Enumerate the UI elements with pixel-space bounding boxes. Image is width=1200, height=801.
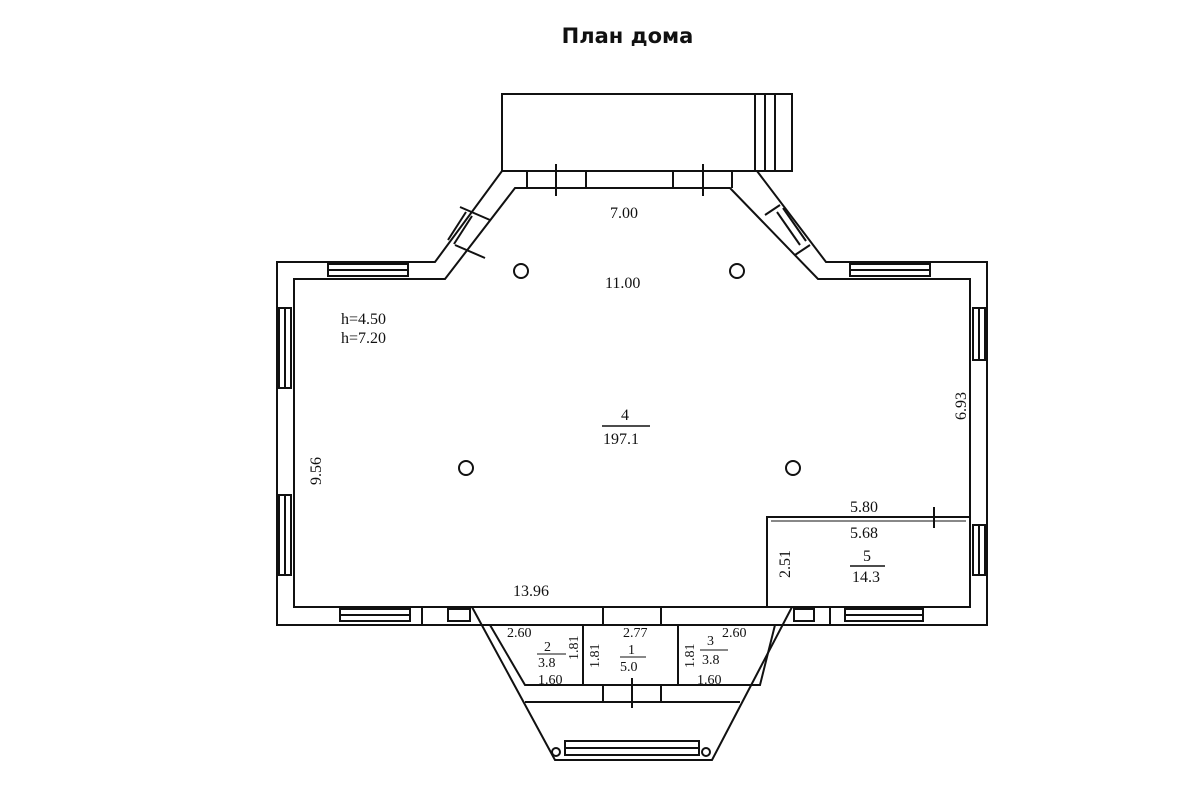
page-title: План дома — [561, 24, 694, 48]
ceiling-height-1: h=4.50 — [341, 311, 386, 328]
column — [785, 460, 801, 476]
dim-room2-bottom: 1.60 — [538, 673, 563, 688]
dim-room5-side: 2.51 — [777, 550, 794, 578]
dim-left: 9.56 — [308, 457, 325, 485]
ceiling-height-2: h=7.20 — [341, 330, 386, 347]
room-4-area: 197.1 — [603, 431, 639, 448]
room-1-number: 1 — [628, 643, 635, 658]
room-4-number: 4 — [621, 407, 629, 424]
dim-room3-side: 1.81 — [683, 644, 698, 669]
room-5-number: 5 — [863, 548, 871, 565]
dim-room5-top-inner: 5.68 — [850, 525, 878, 542]
outer-wall — [276, 170, 988, 626]
porch — [501, 93, 793, 172]
porch-stairs — [754, 94, 776, 171]
vestibule-outer — [471, 606, 793, 761]
dim-top-main: 11.00 — [605, 275, 640, 292]
dim-top-inner: 7.00 — [610, 205, 638, 222]
inner-wall — [293, 187, 971, 608]
room-1-area: 5.0 — [620, 660, 638, 675]
room-3-number: 3 — [707, 634, 714, 649]
column — [458, 460, 474, 476]
room-3-area: 3.8 — [702, 653, 720, 668]
dim-room1-top: 2.77 — [623, 626, 648, 641]
dim-room3-bottom: 1.60 — [697, 673, 722, 688]
dim-room2-top: 2.60 — [507, 626, 532, 641]
dim-room3-top: 2.60 — [722, 626, 747, 641]
room-5-wall — [766, 516, 970, 607]
dim-room1-side: 1.81 — [588, 644, 603, 669]
dim-right: 6.93 — [953, 392, 970, 420]
dim-room2-side: 1.81 — [567, 636, 582, 661]
dim-room5-top-outer: 5.80 — [850, 499, 878, 516]
top-wall-openings — [526, 164, 733, 196]
column — [729, 263, 745, 279]
room-5-area: 14.3 — [852, 569, 880, 586]
windows — [278, 204, 986, 625]
room-2-area: 3.8 — [538, 656, 556, 671]
room-2-number: 2 — [544, 640, 551, 655]
column — [513, 263, 529, 279]
dim-bottom: 13.96 — [513, 583, 549, 600]
